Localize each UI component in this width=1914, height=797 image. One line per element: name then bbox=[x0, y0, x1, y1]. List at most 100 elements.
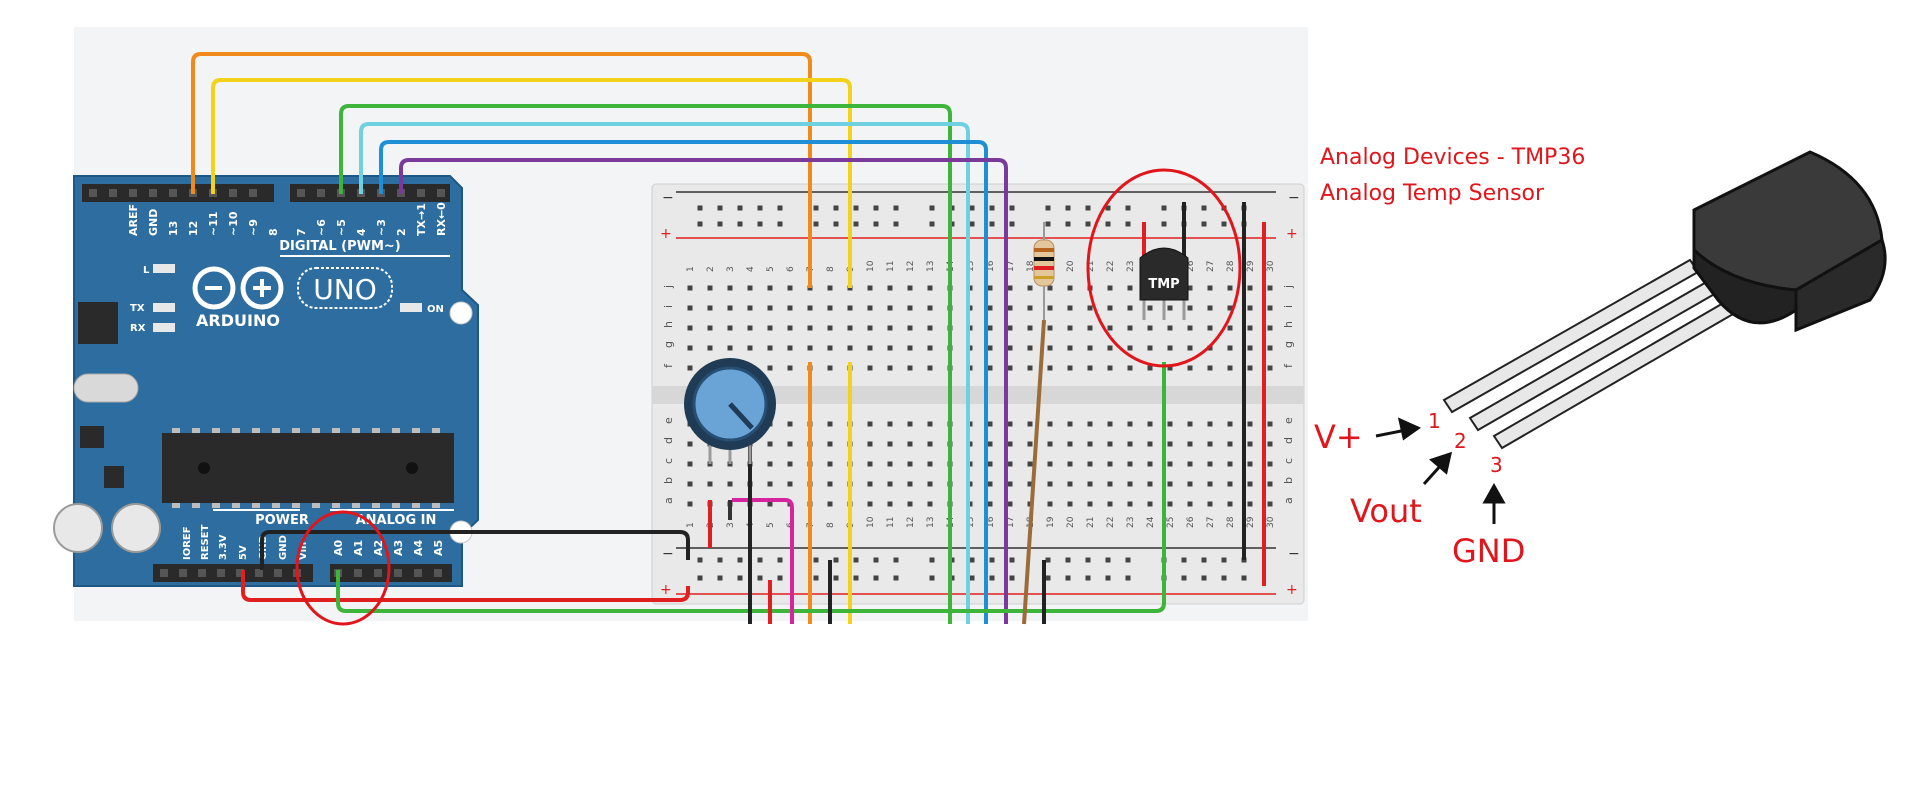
breadboard-hole bbox=[1207, 481, 1213, 487]
chip-pin bbox=[412, 428, 420, 433]
tmp36-chip-label: TMP bbox=[1148, 277, 1179, 292]
breadboard-hole bbox=[1027, 441, 1033, 447]
breadboard-hole bbox=[787, 325, 793, 331]
pin-number-1: 1 bbox=[1428, 409, 1441, 433]
breadboard-hole bbox=[707, 285, 713, 291]
chip-pin bbox=[332, 428, 340, 433]
column-number-top: 16 bbox=[986, 260, 996, 272]
header-hole bbox=[354, 569, 362, 577]
breadboard-hole bbox=[1047, 345, 1053, 351]
breadboard-hole bbox=[1067, 481, 1073, 487]
column-number-top: 11 bbox=[886, 261, 896, 272]
breadboard-hole bbox=[1007, 441, 1013, 447]
rail-minus-bottom-right: − bbox=[1288, 546, 1300, 562]
column-number-top: 27 bbox=[1206, 261, 1216, 272]
wire-brown-resistor bbox=[1022, 319, 1046, 625]
digital-pin-label: ~6 bbox=[315, 219, 328, 236]
chip-pin bbox=[272, 428, 280, 433]
breadboard-hole bbox=[887, 325, 893, 331]
breadboard-hole bbox=[1127, 345, 1133, 351]
chip-pin bbox=[232, 428, 240, 433]
breadboard-hole bbox=[1047, 461, 1053, 467]
header-hole bbox=[179, 569, 187, 577]
breadboard-hole bbox=[1087, 441, 1093, 447]
breadboard-hole bbox=[1167, 345, 1173, 351]
rail-hole bbox=[873, 575, 879, 581]
rail-hole bbox=[1045, 575, 1051, 581]
breadboard-hole bbox=[747, 305, 753, 311]
chip-pin bbox=[272, 503, 280, 508]
column-number-top: 22 bbox=[1106, 261, 1116, 272]
rail-hole bbox=[969, 575, 975, 581]
analog-pin-label: A2 bbox=[372, 540, 385, 556]
column-number-bottom: 15 bbox=[966, 517, 976, 528]
breadboard-hole bbox=[1187, 421, 1193, 427]
header-hole bbox=[417, 189, 425, 197]
led-on bbox=[400, 303, 422, 312]
breadboard-hole bbox=[1207, 305, 1213, 311]
header-hole bbox=[149, 189, 157, 197]
rail-hole bbox=[1161, 221, 1167, 227]
rail-hole bbox=[1201, 575, 1207, 581]
breadboard-hole bbox=[987, 285, 993, 291]
chip-pin bbox=[232, 503, 240, 508]
digital-pin-label: 2 bbox=[395, 228, 408, 236]
breadboard-hole bbox=[727, 325, 733, 331]
row-letter-right: a bbox=[1282, 497, 1295, 504]
column-number-bottom: 16 bbox=[986, 516, 996, 528]
rail-plus-bottom-right: + bbox=[1286, 582, 1298, 598]
column-number-bottom: 1 bbox=[686, 522, 696, 528]
rail-minus-bottom-left: − bbox=[662, 546, 674, 562]
breadboard-hole bbox=[927, 441, 933, 447]
column-number-top: 29 bbox=[1246, 260, 1256, 272]
breadboard-hole bbox=[1107, 365, 1113, 371]
power-pin-label: 5V bbox=[238, 545, 249, 560]
digital-pin-label: 13 bbox=[167, 221, 180, 236]
header-hole bbox=[394, 569, 402, 577]
column-number-bottom: 21 bbox=[1086, 517, 1096, 528]
breadboard-hole bbox=[887, 461, 893, 467]
breadboard-hole bbox=[1227, 481, 1233, 487]
rail-hole bbox=[757, 575, 763, 581]
column-number-bottom: 11 bbox=[886, 517, 896, 528]
breadboard-hole bbox=[1067, 345, 1073, 351]
digital-pin-label: ~3 bbox=[375, 219, 388, 236]
breadboard-hole bbox=[847, 305, 853, 311]
power-header bbox=[153, 564, 313, 582]
rail-plus-top-right: + bbox=[1286, 226, 1298, 242]
breadboard-hole bbox=[907, 501, 913, 507]
breadboard-hole bbox=[1247, 285, 1253, 291]
rail-hole bbox=[929, 575, 935, 581]
wire-black-gnd bbox=[260, 530, 690, 570]
breadboard-hole bbox=[1247, 365, 1253, 371]
breadboard-hole bbox=[847, 325, 853, 331]
arrow-vplus-head bbox=[1397, 417, 1422, 441]
breadboard-hole bbox=[747, 325, 753, 331]
breadboard-hole bbox=[927, 365, 933, 371]
potentiometer-indicator bbox=[728, 402, 754, 430]
breadboard-hole bbox=[707, 345, 713, 351]
vout-label: Vout bbox=[1350, 492, 1422, 530]
breadboard-hole bbox=[1027, 305, 1033, 311]
breadboard-hole bbox=[867, 285, 873, 291]
chip-pin bbox=[172, 428, 180, 433]
breadboard-hole bbox=[1067, 285, 1073, 291]
led-tx-label: TX bbox=[130, 303, 145, 314]
rail-minus-top-right: − bbox=[1288, 190, 1300, 206]
analog-pin-label: A1 bbox=[352, 540, 365, 556]
breadboard-hole bbox=[1267, 365, 1273, 371]
breadboard-hole bbox=[987, 365, 993, 371]
breadboard-hole bbox=[1107, 441, 1113, 447]
breadboard-hole bbox=[1167, 365, 1173, 371]
header-hole bbox=[169, 189, 177, 197]
breadboard-hole bbox=[807, 325, 813, 331]
breadboard-hole bbox=[987, 501, 993, 507]
breadboard-hole bbox=[1147, 481, 1153, 487]
column-number-top: 15 bbox=[966, 261, 976, 272]
breadboard-hole bbox=[1127, 441, 1133, 447]
breadboard-hole bbox=[1247, 481, 1253, 487]
a0-highlight-ellipse bbox=[295, 510, 391, 626]
breadboard-hole bbox=[1207, 461, 1213, 467]
breadboard-hole bbox=[987, 345, 993, 351]
rail-hole bbox=[1065, 221, 1071, 227]
